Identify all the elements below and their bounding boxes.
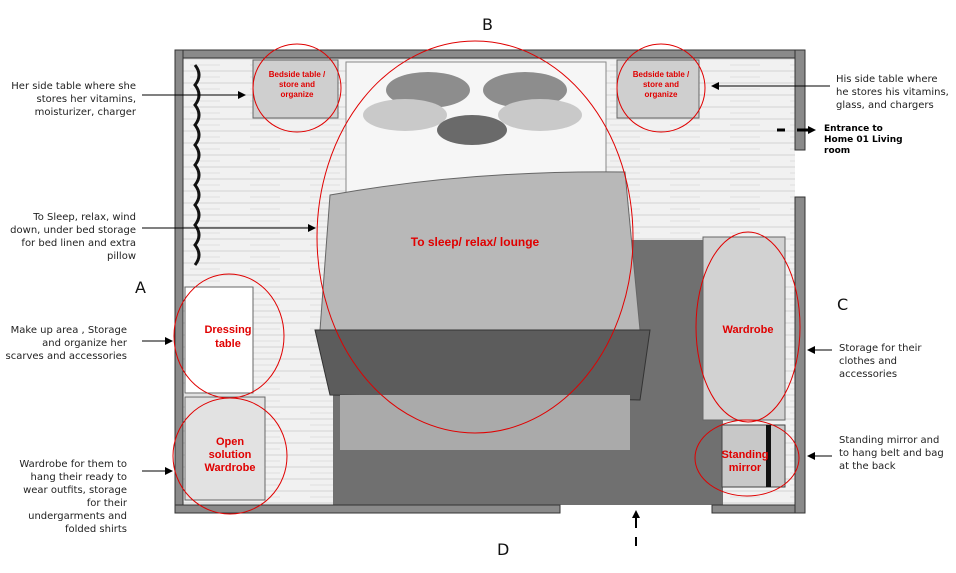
standing-mirror-unit [721,424,786,488]
pillow [498,99,582,131]
note-entrance: Entrance to Home 01 Living room [824,124,903,156]
callout-arrows [142,82,832,475]
side-marker-c: C [837,295,849,314]
bed-throw [314,329,651,401]
pillow [437,115,507,145]
pillow [363,99,447,131]
mirror-edge [766,425,771,487]
walls [174,49,806,514]
note-mirror: Standing mirror and to hang belt and bag… [839,435,944,472]
highlight-circles [172,40,801,515]
duvet [319,171,641,331]
bed-foot [340,395,630,450]
open-wardrobe-unit [184,396,266,501]
dressing-table [184,286,254,394]
side-marker-a: A [135,278,146,297]
entrance-arrow [777,126,816,134]
note-wardrobe: Storage for their clothes and accessorie… [839,343,922,380]
note-bed: To Sleep, relax, wind down, under bed st… [10,212,136,262]
note-her-side-table: Her side table where she stores her vita… [11,81,136,118]
zone-label-bedside-left: Bedside table / store and organize [268,70,326,99]
door-arrow [632,510,640,546]
zone-label-standing-mirror: Standing mirror [721,449,769,474]
zone-label-bedside-right: Bedside table / store and organize [632,70,690,99]
zone-label-bed: To sleep/ relax/ lounge [410,235,540,249]
curtain [193,64,201,266]
side-marker-d: D [497,540,510,559]
side-marker-b: B [482,15,493,34]
pillow [483,72,567,108]
note-his-side-table: His side table where he stores his vitam… [836,74,949,111]
pillow [386,72,470,108]
zone-label-wardrobe: Wardrobe [722,324,774,336]
zone-label-dressing-table: Dressing table [204,324,252,350]
note-makeup: Make up area , Storage and organize her … [5,325,127,362]
zone-label-open-wardrobe: Open solution Wardrobe [204,436,256,474]
wardrobe-unit [702,236,786,421]
note-open-wardrobe: Wardrobe for them to hang their ready to… [19,459,127,535]
